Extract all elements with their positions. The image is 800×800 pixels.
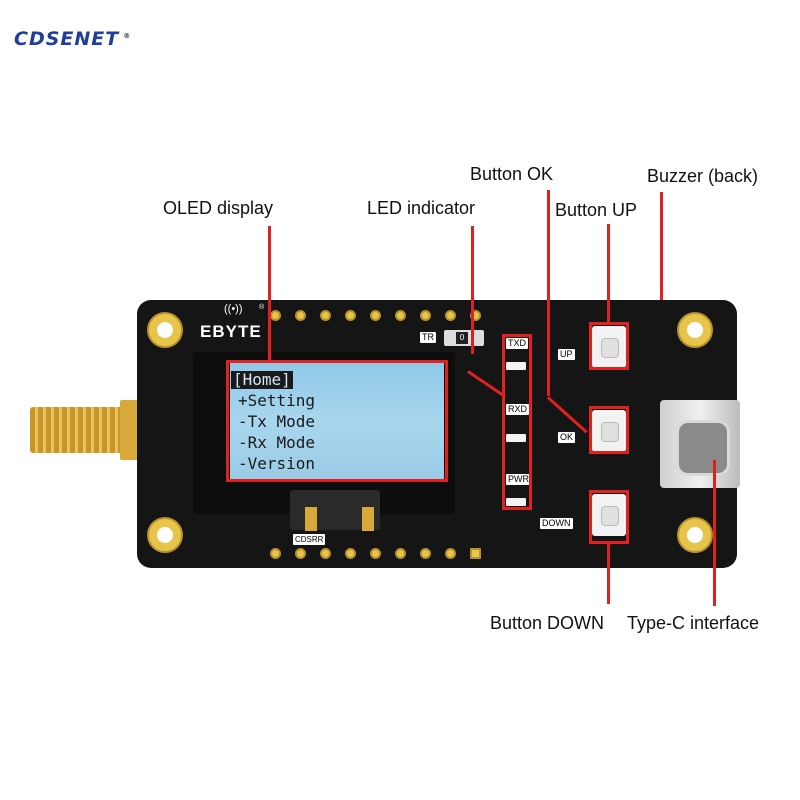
header-pin: [270, 310, 281, 321]
header-pin: [370, 548, 381, 559]
led-label-txd: TXD: [506, 338, 528, 349]
switch-label: TR: [420, 332, 436, 343]
callout-box-ok: [589, 406, 629, 454]
header-pin: [420, 310, 431, 321]
label-button-up: Button UP: [555, 200, 638, 220]
header-pin: [445, 310, 456, 321]
down-button[interactable]: [592, 494, 626, 536]
header-pin: [295, 548, 306, 559]
header-pin: [370, 310, 381, 321]
header-pin: [320, 310, 331, 321]
button-label-down: DOWN: [540, 518, 573, 529]
button-label-up: UP: [558, 349, 575, 360]
brand-logo: CDSENET®: [14, 28, 132, 50]
sma-antenna-connector: [30, 407, 130, 453]
header-pin: [445, 548, 456, 559]
callout-box-up: [589, 322, 629, 370]
button-label-ok: OK: [558, 432, 576, 443]
led-rxd: [506, 434, 526, 442]
ebyte-registered: ®: [259, 304, 265, 311]
label-oled-display: OLED display: [163, 198, 274, 218]
mounting-hole: [677, 312, 713, 348]
led-txd: [506, 362, 526, 370]
callout-line-down: [607, 542, 610, 604]
oled-menu-item-setting: +Setting: [238, 391, 316, 410]
header-pin: [345, 310, 356, 321]
label-buzzer: Buzzer (back): [647, 166, 759, 186]
callout-line-ok: [547, 190, 550, 396]
mounting-hole: [147, 517, 183, 553]
callout-box-oled: [226, 360, 448, 482]
fpc-gold-tab: [305, 507, 317, 531]
ok-button[interactable]: [592, 410, 626, 452]
oled-menu-item-home: [Home]: [231, 370, 293, 389]
label-button-ok: Button OK: [470, 164, 554, 184]
led-label-rxd: RXD: [506, 404, 530, 415]
ebyte-logo: EBYTE: [200, 322, 262, 341]
mounting-hole: [677, 517, 713, 553]
label-led-indicator: LED indicator: [367, 198, 476, 218]
header-pin: [320, 548, 331, 559]
mounting-hole: [147, 312, 183, 348]
header-pin: [420, 548, 431, 559]
header-pin: [395, 310, 406, 321]
label-button-down: Button DOWN: [490, 613, 605, 633]
header-pin: [470, 548, 481, 559]
callout-line-typec: [713, 460, 716, 606]
type-c-port: [676, 420, 730, 476]
callout-line-led: [471, 226, 474, 354]
fpc-gold-tab: [362, 507, 374, 531]
callout-line-oled: [268, 226, 271, 362]
led-pwr: [506, 498, 526, 506]
oled-menu-item-rx-mode: -Rx Mode: [238, 433, 316, 452]
header-pin: [395, 548, 406, 559]
callout-line-up: [607, 224, 610, 324]
wireless-signal-icon: ((•)): [224, 303, 243, 315]
header-pin: [270, 548, 281, 559]
callout-line-buzzer: [660, 192, 663, 300]
callout-box-down: [589, 490, 629, 544]
callout-box-led: [502, 334, 532, 510]
led-label-pwr: PWR: [506, 474, 531, 485]
oled-menu-item-version: -Version: [238, 454, 316, 473]
up-button[interactable]: [592, 326, 626, 368]
oled-menu-item-tx-mode: -Tx Mode: [238, 412, 316, 431]
label-type-c: Type-C interface: [627, 613, 760, 633]
header-pin: [345, 548, 356, 559]
tr-switch-knob: 0: [456, 332, 468, 344]
header-pin: [295, 310, 306, 321]
fpc-label: CDSRR: [293, 534, 326, 545]
